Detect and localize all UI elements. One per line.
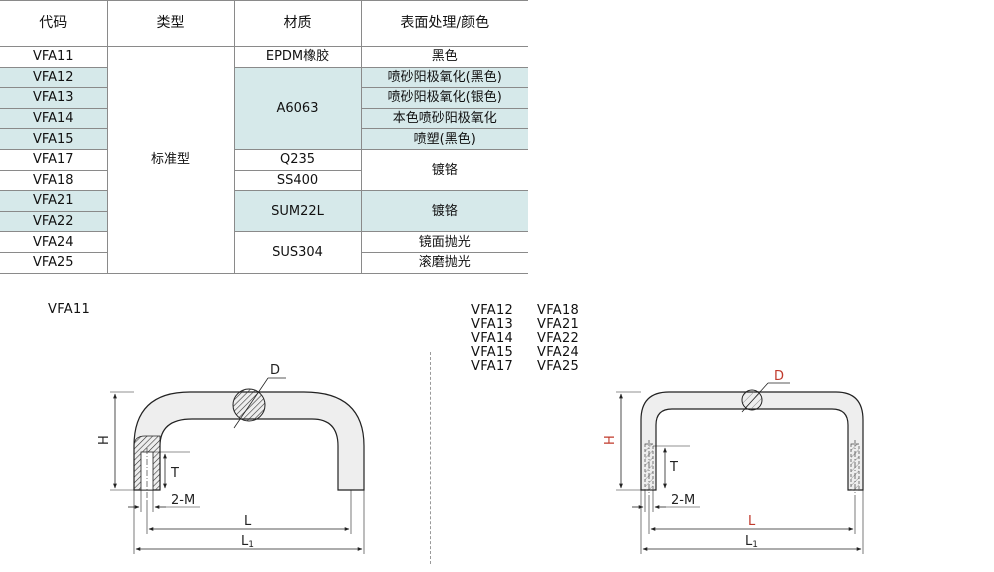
dim-L-label: L: [748, 514, 756, 529]
dim-L1-label: L1: [241, 534, 254, 550]
dim-T-label: T: [170, 466, 179, 481]
dim-T-label: T: [669, 460, 678, 475]
dim-L-label: L: [244, 514, 252, 529]
dim-H-label: H: [97, 435, 112, 445]
code-cell: VFA24: [0, 231, 108, 253]
finish-cell: 镜面抛光: [360, 231, 528, 253]
material-cell: SUM22L: [233, 190, 362, 233]
model-label: VFA12: [471, 303, 514, 318]
handle-body: [640, 391, 864, 491]
code-cell: VFA15: [0, 128, 108, 150]
material-cell: SUS304: [233, 231, 362, 274]
finish-cell: 喷砂阳极氧化(黑色): [360, 66, 528, 89]
right-models-col2: VFA18 VFA21 VFA22 VFA24 VFA25: [537, 304, 579, 374]
table-row: VFA12 A6063 喷砂阳极氧化(黑色): [0, 66, 528, 150]
header-type: 类型: [106, 0, 235, 47]
model-label: VFA15: [471, 345, 514, 360]
header-finish: 表面处理/颜色: [360, 0, 528, 47]
code-cell: VFA13: [0, 87, 108, 109]
table-row: VFA15 喷塑(黑色): [0, 128, 528, 150]
model-label: VFA25: [537, 359, 580, 374]
table-row: VFA25 滚磨抛光: [0, 251, 528, 274]
finish-cell: 滚磨抛光: [360, 251, 528, 274]
right-models-col1: VFA12 VFA13 VFA14 VFA15 VFA17: [471, 304, 513, 374]
dim-M-label: 2-M: [671, 493, 695, 508]
dim-D-label: D: [774, 369, 784, 384]
model-label: VFA14: [471, 331, 514, 346]
table-row: VFA24 SUS304 镜面抛光: [0, 231, 528, 274]
model-label: VFA21: [537, 317, 580, 332]
left-model-label: VFA11: [48, 302, 91, 317]
code-cell: VFA25: [0, 251, 108, 274]
dim-H-label: H: [603, 435, 618, 445]
model-label: VFA22: [537, 331, 580, 346]
finish-cell: 喷砂阳极氧化(银色): [360, 87, 528, 109]
finish-cell: 本色喷砂阳极氧化: [360, 107, 528, 130]
finish-cell: 喷塑(黑色): [360, 128, 528, 150]
table-row: VFA17 Q235 镀铬: [0, 148, 528, 192]
model-label: VFA13: [471, 317, 514, 332]
dim-M-label: 2-M: [171, 493, 195, 508]
code-cell: VFA18: [0, 169, 108, 192]
dim-D-label: D: [270, 363, 280, 378]
handle-body: [133, 391, 365, 491]
drawing-divider: [430, 352, 431, 564]
spec-table: 代码 类型 材质 表面处理/颜色 VFA11 标准型 EPDM橡胶 黑色 VFA…: [0, 0, 528, 274]
material-cell: Q235: [233, 148, 362, 171]
dim-L1-label: L1: [745, 534, 758, 550]
model-label: VFA17: [471, 359, 514, 374]
table-row: VFA13 喷砂阳极氧化(银色): [0, 87, 528, 109]
code-cell: VFA11: [0, 46, 108, 68]
header-code: 代码: [0, 0, 108, 47]
code-cell: VFA12: [0, 66, 108, 89]
table-header-row: 代码 类型 材质 表面处理/颜色: [0, 0, 528, 47]
model-label: VFA18: [537, 303, 580, 318]
model-label: VFA24: [537, 345, 580, 360]
header-material: 材质: [233, 0, 362, 47]
right-handle-drawing: D H T 2-M L L1: [603, 369, 864, 554]
section-circle: [232, 388, 266, 422]
type-cell: 标准型: [106, 46, 235, 274]
material-cell: EPDM橡胶: [233, 46, 362, 68]
material-cell: A6063: [233, 66, 362, 150]
left-handle-drawing: D H T 2-M L L1: [97, 363, 365, 554]
finish-cell: 镀铬: [360, 190, 528, 233]
code-cell: VFA14: [0, 107, 108, 130]
table-row: VFA14 本色喷砂阳极氧化: [0, 107, 528, 130]
finish-cell: 黑色: [360, 46, 528, 68]
table-row: VFA11 标准型 EPDM橡胶 黑色: [0, 46, 528, 274]
